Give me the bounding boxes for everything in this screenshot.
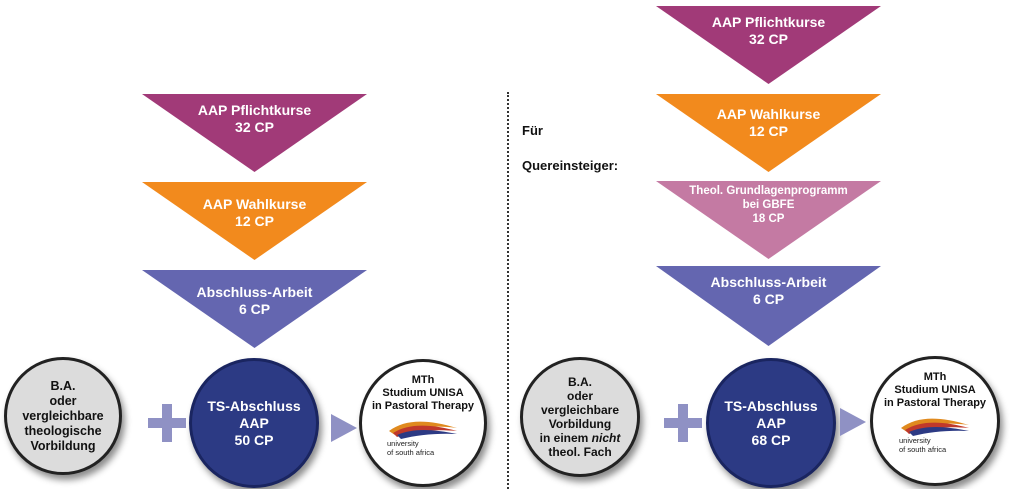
ts-circle-left: TS-Abschluss AAP 50 CP — [189, 358, 319, 488]
triangle-cp: 6 CP — [238, 301, 271, 317]
mth-circle-left: MTh Studium UNISA in Pastoral Therapy un… — [359, 359, 487, 487]
quereinsteiger-label: Für — [522, 123, 543, 138]
mth-line: in Pastoral Therapy — [371, 400, 475, 412]
prereq-line: oder — [566, 389, 593, 403]
ts-program: AAP — [239, 414, 269, 431]
ts-program: AAP — [756, 414, 786, 431]
arrow-right-icon — [840, 408, 866, 436]
emphasis-word: nicht — [591, 431, 621, 445]
label-line: Quereinsteiger: — [522, 158, 619, 173]
mth-line: Studium UNISA — [894, 384, 976, 396]
triangle-cp: 32 CP — [235, 119, 274, 135]
logo-text: of south africa — [899, 445, 947, 454]
prereq-line: B.A. — [50, 378, 76, 393]
prereq-line: Vorbildung — [548, 417, 612, 431]
prereq-line: vergleichbare — [22, 408, 104, 423]
prereq-line: Vorbildung — [30, 438, 96, 453]
ts-cp: 50 CP — [234, 431, 274, 448]
mth-line: Studium UNISA — [382, 387, 464, 399]
triangle-wahlkurse-left: AAP Wahlkurse 12 CP — [142, 182, 367, 260]
unisa-logo: university of south africa — [387, 419, 459, 457]
triangle-pflichtkurse-left: AAP Pflichtkurse 32 CP — [142, 94, 367, 172]
prereq-line: in einem nicht — [539, 431, 621, 445]
prereq-line: B.A. — [568, 375, 592, 389]
plus-icon — [148, 404, 186, 442]
logo-text: of south africa — [387, 448, 435, 457]
triangle-title: Abschluss-Arbeit — [196, 284, 313, 300]
triangle-title: AAP Pflichtkurse — [711, 14, 826, 30]
quereinsteiger-label-2: Quereinsteiger: — [522, 158, 618, 173]
mth-title: MTh — [411, 374, 435, 386]
mth-circle-right: MTh Studium UNISA in Pastoral Therapy un… — [870, 356, 1000, 486]
plus-icon — [664, 404, 702, 442]
prereq-circle-right: B.A. oder vergleichbare Vorbildung in ei… — [520, 357, 640, 477]
triangle-cp: 18 CP — [752, 213, 785, 225]
triangle-wahlkurse-right: AAP Wahlkurse 12 CP — [656, 94, 881, 172]
ts-title: TS-Abschluss — [724, 397, 818, 414]
triangle-abschlussarbeit-right: Abschluss-Arbeit 6 CP — [656, 266, 881, 346]
prereq-line: theologische — [24, 423, 102, 438]
triangle-cp: 12 CP — [235, 213, 274, 229]
triangle-title: AAP Wahlkurse — [202, 196, 307, 212]
unisa-logo: university of south africa — [899, 416, 971, 454]
triangle-pflichtkurse-right: AAP Pflichtkurse 32 CP — [656, 6, 881, 84]
prereq-line: vergleichbare — [540, 403, 620, 417]
triangle-abschlussarbeit-left: Abschluss-Arbeit 6 CP — [142, 270, 367, 348]
triangle-title: Theol. Grundlagenprogramm — [689, 185, 848, 197]
prereq-line: theol. Fach — [548, 445, 612, 459]
prereq-circle-left: B.A. oder vergleichbare theologische Vor… — [4, 357, 122, 475]
ts-circle-right: TS-Abschluss AAP 68 CP — [706, 358, 836, 488]
mth-title: MTh — [923, 371, 947, 383]
ts-title: TS-Abschluss — [207, 397, 301, 414]
triangle-cp: 32 CP — [749, 31, 788, 47]
section-divider — [507, 92, 509, 489]
triangle-subtitle: bei GBFE — [742, 199, 795, 211]
arrow-right-icon — [331, 414, 357, 442]
label-line: Für — [522, 123, 543, 138]
triangle-title: Abschluss-Arbeit — [710, 274, 827, 290]
prereq-line: oder — [49, 393, 77, 408]
triangle-grundlagen-right: Theol. Grundlagenprogramm bei GBFE 18 CP — [656, 181, 881, 259]
triangle-cp: 6 CP — [752, 291, 785, 307]
logo-text: university — [899, 436, 931, 445]
logo-text: university — [387, 439, 419, 448]
triangle-title: AAP Wahlkurse — [716, 106, 821, 122]
mth-line: in Pastoral Therapy — [883, 397, 987, 409]
triangle-title: AAP Pflichtkurse — [197, 102, 312, 118]
triangle-cp: 12 CP — [749, 123, 788, 139]
ts-cp: 68 CP — [751, 431, 791, 448]
